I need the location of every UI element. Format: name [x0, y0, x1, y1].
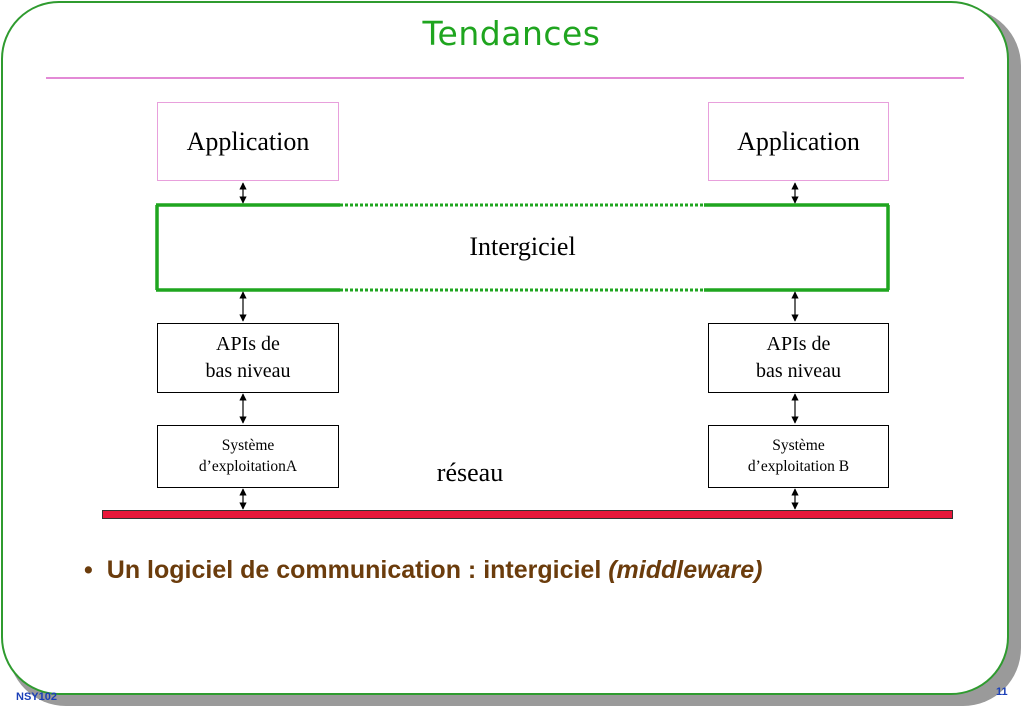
application-box-left: Application	[157, 102, 339, 181]
apis-line2-left: bas niveau	[205, 360, 291, 382]
page-number: 11	[996, 686, 1008, 698]
bullet-item: • Un logiciel de communication : intergic…	[84, 556, 762, 585]
apis-box-left: APIs de bas niveau	[157, 323, 339, 393]
application-label-left: Application	[186, 126, 310, 156]
apis-box-right: APIs de bas niveau	[708, 323, 889, 393]
middleware-frame	[155, 203, 890, 292]
bullet-emphasis: (middleware)	[608, 556, 763, 584]
apis-line2-right: bas niveau	[756, 360, 841, 382]
network-bar	[102, 510, 953, 519]
application-label-right: Application	[737, 126, 860, 156]
os-line1-left: Système	[221, 436, 275, 454]
apis-line1-left: APIs de	[216, 333, 280, 355]
os-line1-right: Système	[772, 436, 825, 454]
apis-line1-right: APIs de	[766, 333, 831, 355]
middleware-label: Intergiciel	[469, 232, 576, 261]
bullet-marker: •	[84, 556, 93, 584]
os-box-right: Système d’exploitation B	[708, 425, 889, 488]
title-divider	[46, 77, 964, 79]
footer-course-code: NSY102	[16, 691, 57, 703]
os-line2-right: d’exploitation B	[747, 457, 850, 475]
os-line2-left: d’exploitationA	[198, 457, 298, 475]
network-label: réseau	[436, 458, 504, 487]
application-box-right: Application	[708, 102, 889, 181]
slide-title: Tendances	[422, 14, 601, 53]
bullet-text: Un logiciel de communication : intergici…	[106, 556, 609, 584]
os-box-left: Système d’exploitationA	[157, 425, 339, 488]
